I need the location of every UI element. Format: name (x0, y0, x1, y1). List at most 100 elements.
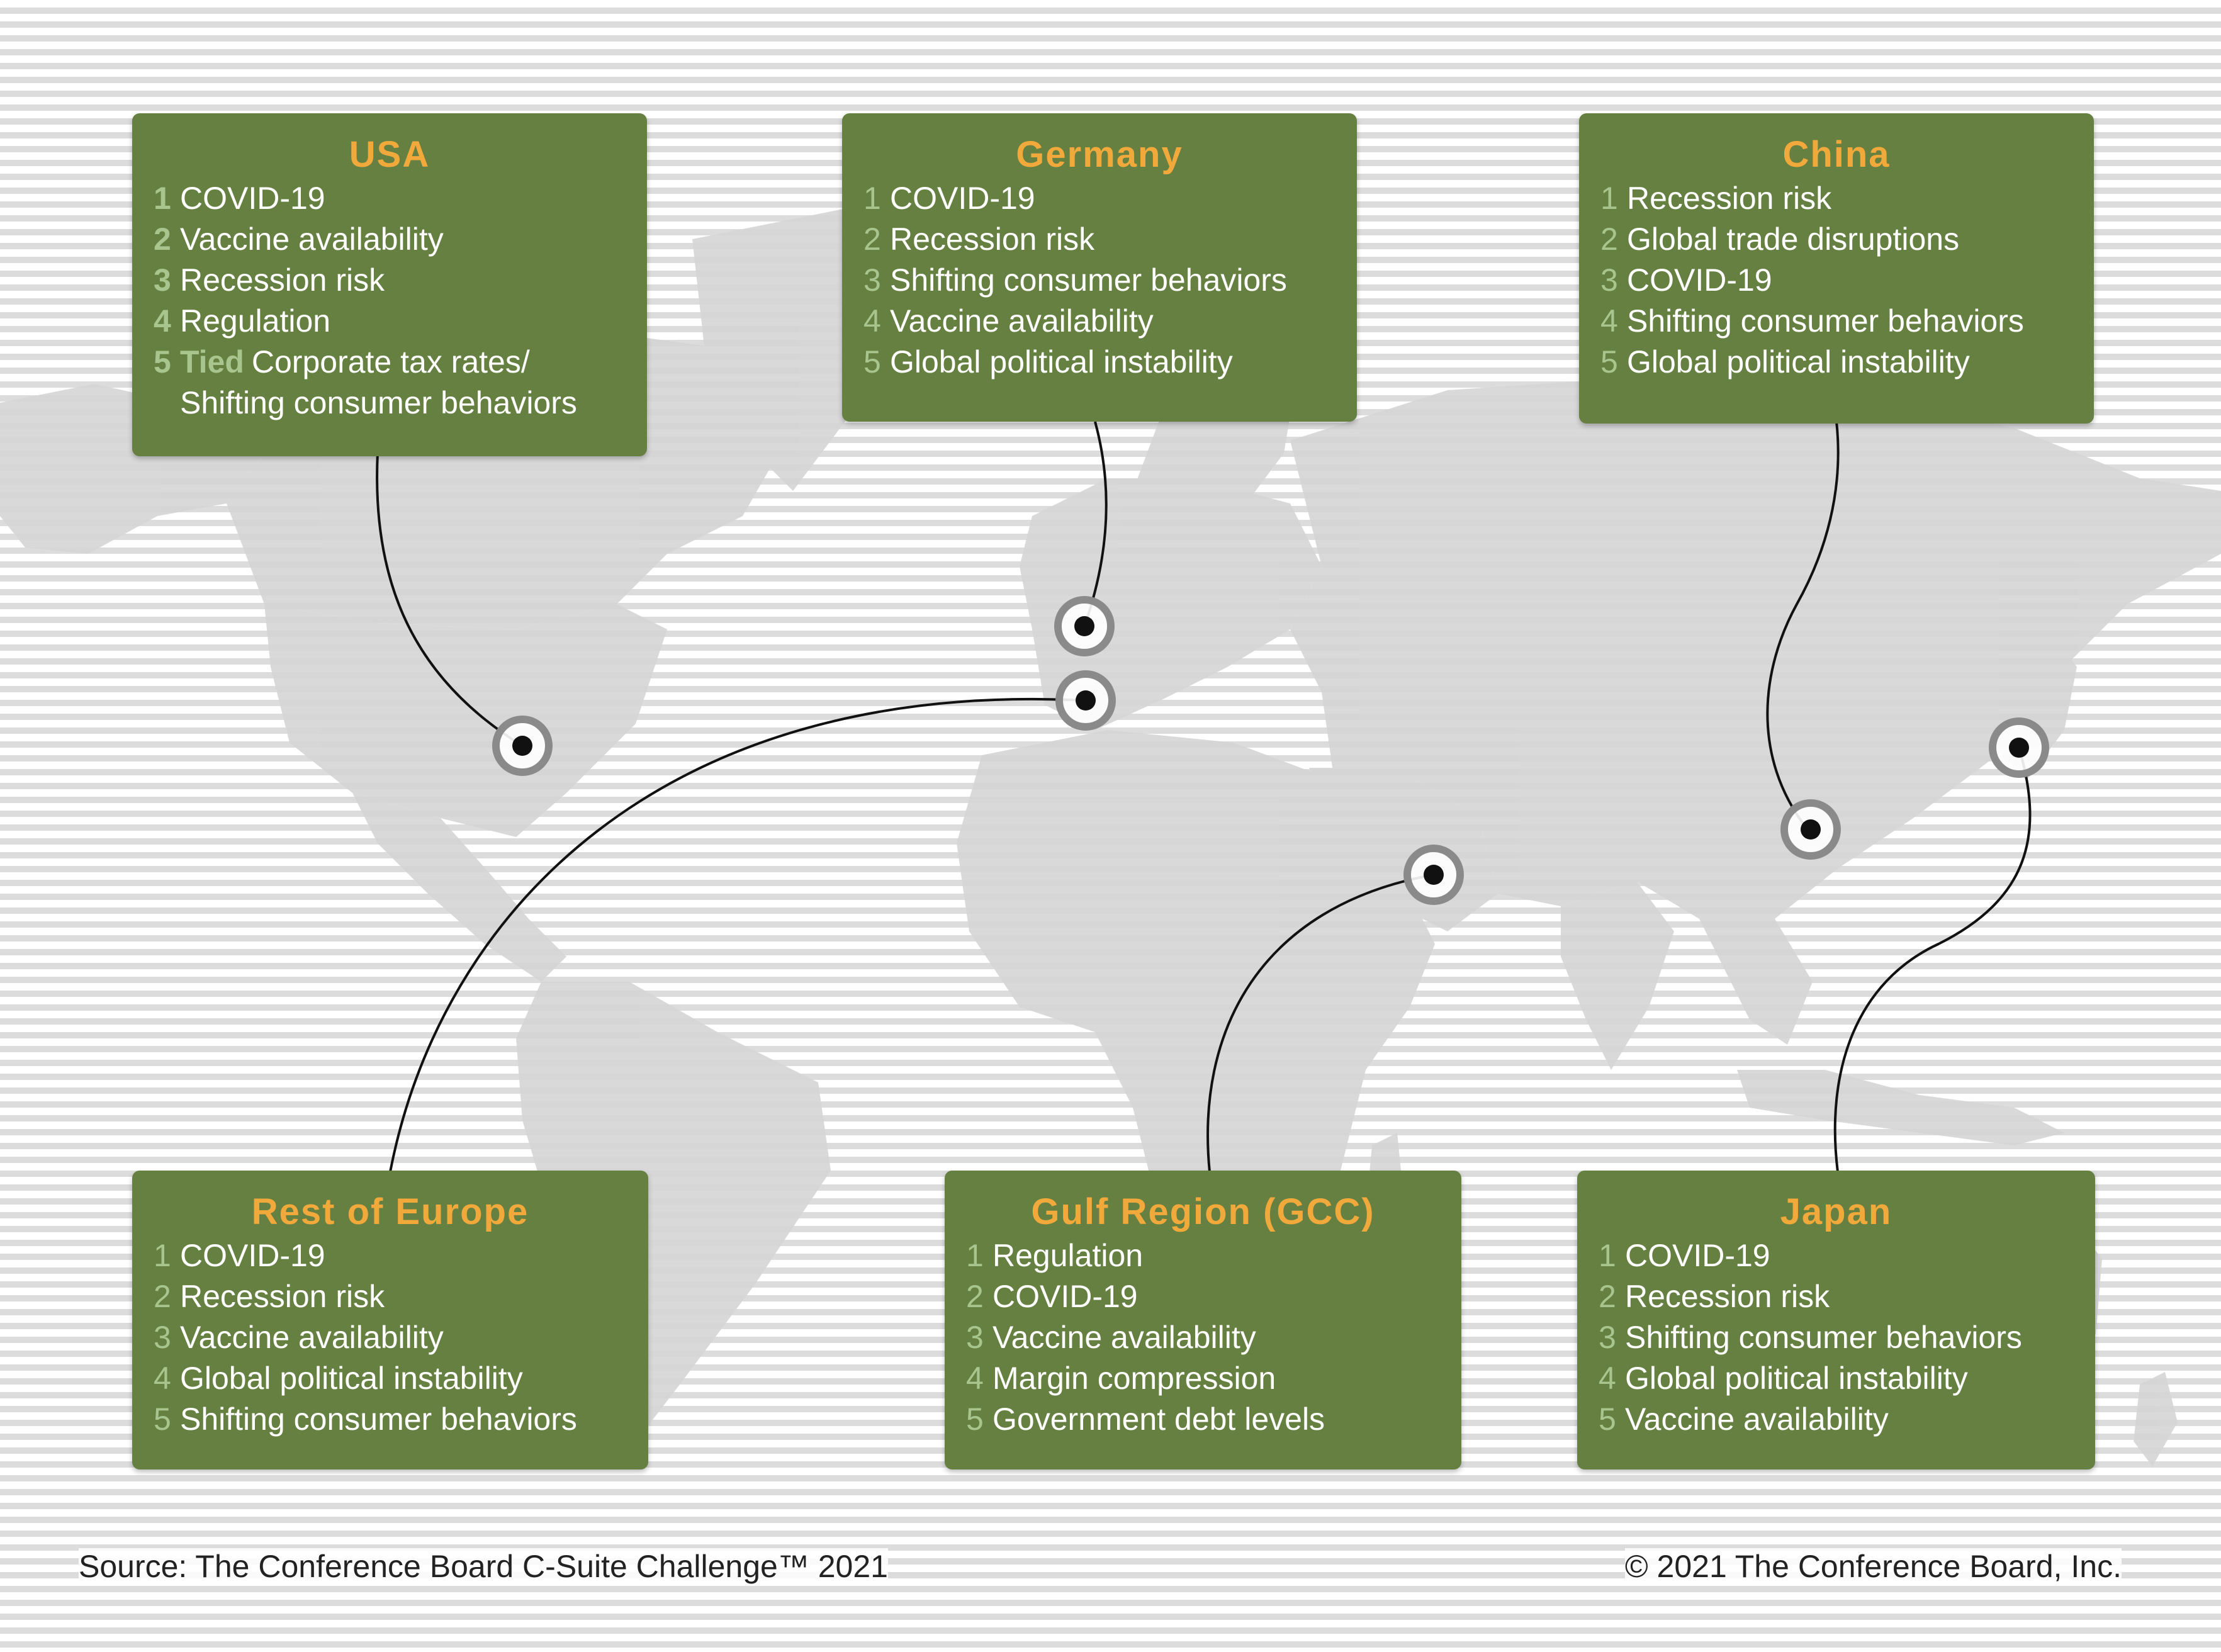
risk-rank: 3 (863, 262, 881, 298)
risk-rank: 1 (154, 181, 171, 216)
connector-japan (1833, 747, 2032, 1172)
risk-item: 4 Global political instability (1599, 1358, 2095, 1399)
risk-item: 5 Shifting consumer behaviors (154, 1399, 648, 1440)
risk-rank: 5 (863, 344, 881, 379)
connector-rest-of-europe (389, 698, 1084, 1172)
risk-label: Recession risk (180, 1279, 385, 1314)
risk-label: Shifting consumer behaviors (1625, 1320, 2022, 1355)
risk-label: Regulation (180, 303, 331, 339)
land-central-america (352, 793, 566, 982)
risk-item: 1 COVID-19 (154, 1235, 648, 1276)
risk-item: 2 Recession risk (863, 219, 1357, 260)
tied-label: Tied (180, 344, 244, 379)
risk-rank: 3 (154, 1320, 171, 1355)
risk-rank: 2 (1600, 222, 1618, 257)
risk-rank: 1 (154, 1238, 171, 1273)
risk-rank: 5 (1600, 344, 1618, 379)
connector-china (1766, 421, 1840, 831)
risk-item: 1 COVID-19 (154, 178, 647, 219)
risk-label: Global political instability (180, 1361, 523, 1396)
risk-label: Global political instability (890, 344, 1233, 379)
region-title: USA (349, 134, 430, 175)
risk-rank: 3 (1599, 1320, 1616, 1355)
risk-label: COVID-19 (1625, 1238, 1770, 1273)
location-marker-icon (1780, 799, 1841, 860)
risk-label: Vaccine availability (180, 222, 444, 257)
risk-label: COVID-19 (180, 1238, 325, 1273)
risk-label: Global political instability (1627, 344, 1970, 379)
risk-rank: 2 (863, 222, 881, 257)
risk-label: COVID-19 (890, 181, 1035, 216)
risk-label: Global political instability (1625, 1361, 1968, 1396)
region-title: Japan (1780, 1191, 1892, 1232)
risk-label: Government debt levels (992, 1402, 1325, 1437)
risk-item: 2 Global trade disruptions (1600, 219, 2094, 260)
risk-rank: 5 (1599, 1402, 1616, 1437)
risk-label: Recession risk (1625, 1279, 1830, 1314)
risk-label: Shifting consumer behaviors (1627, 303, 2024, 339)
risk-label: Shifting consumer behaviors (180, 385, 577, 420)
risk-rank: 4 (966, 1361, 984, 1396)
risk-rank: 5 (966, 1402, 984, 1437)
risk-label: COVID-19 (992, 1279, 1138, 1314)
risk-rank: 4 (1599, 1361, 1616, 1396)
region-title: Germany (1016, 134, 1183, 175)
risk-label: Vaccine availability (992, 1320, 1256, 1355)
risk-label: Recession risk (890, 222, 1095, 257)
connector-gcc (1206, 874, 1434, 1172)
risk-rank: 1 (1600, 181, 1618, 216)
location-marker-icon (1403, 845, 1464, 905)
location-marker-icon (492, 716, 553, 776)
risk-rank: 3 (1600, 262, 1618, 298)
risk-rank: 4 (154, 1361, 171, 1396)
risk-rank: 1 (1599, 1238, 1616, 1273)
risk-rank: 2 (154, 222, 171, 257)
risk-item: 2 Vaccine availability (154, 219, 647, 260)
risk-rank: 1 (966, 1238, 984, 1273)
risk-item: 3 Shifting consumer behaviors (1599, 1317, 2095, 1358)
risk-item: 4 Global political instability (154, 1358, 648, 1399)
risk-item: 5 Global political instability (1600, 342, 2094, 383)
risk-label: Vaccine availability (890, 303, 1154, 339)
risk-label: COVID-19 (180, 181, 325, 216)
risk-item: 1 COVID-19 (863, 178, 1357, 219)
risk-label: Recession risk (180, 262, 385, 298)
connector-usa (376, 452, 524, 747)
land-usa (264, 604, 667, 837)
risk-label: Shifting consumer behaviors (180, 1402, 577, 1437)
risk-rank: 5 (154, 1402, 171, 1437)
land-new-zealand (2134, 1372, 2178, 1466)
location-marker-icon (1054, 596, 1115, 656)
risk-rank: 3 (154, 262, 171, 298)
region-title: Rest of Europe (251, 1191, 529, 1232)
location-marker-icon (1055, 670, 1116, 731)
land-southeast-asia (1699, 919, 1813, 1045)
risk-rank: 1 (863, 181, 881, 216)
land-indonesia (1737, 1070, 2064, 1145)
risk-label: Global trade disruptions (1627, 222, 1960, 257)
location-markers (492, 596, 2049, 905)
risk-label: Shifting consumer behaviors (890, 262, 1287, 298)
risk-label: Corporate tax rates/ (251, 344, 530, 379)
